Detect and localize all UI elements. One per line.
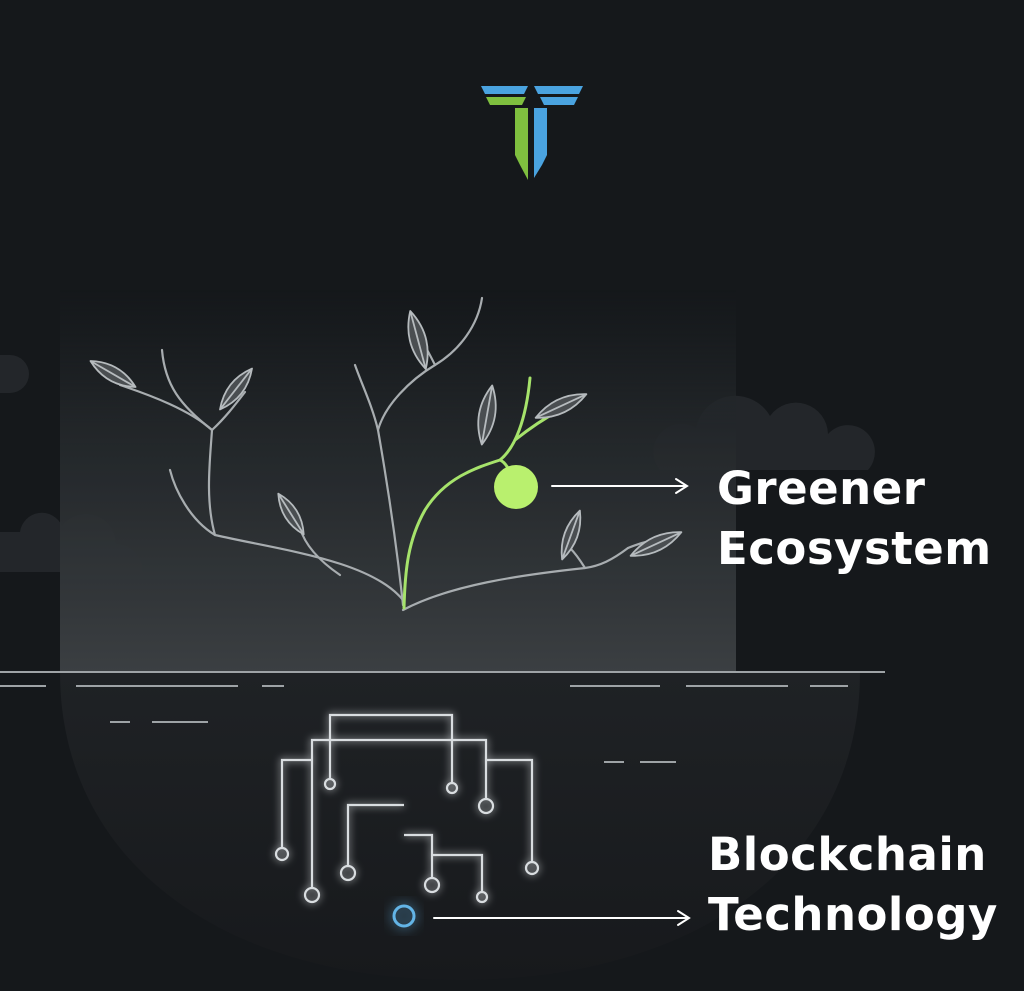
greener-fruit (494, 465, 538, 509)
blockchain-label-line1: Blockchain (708, 828, 987, 881)
greener-label-line1: Greener (717, 462, 926, 515)
circuit-roots (274, 713, 540, 904)
greener-ecosystem-label: Greener Ecosystem (717, 459, 992, 579)
tree-leaves (89, 310, 683, 561)
arrow-greener (551, 478, 689, 494)
greener-label-line2: Ecosystem (717, 522, 992, 575)
t-monogram-logo-icon (481, 86, 583, 180)
ground-lines (0, 671, 885, 763)
blockchain-node (392, 904, 416, 928)
blockchain-label-line2: Technology (708, 888, 998, 941)
underground-dome (60, 672, 860, 980)
blockchain-technology-label: Blockchain Technology (708, 825, 998, 945)
tree-branches (118, 296, 662, 612)
sky-panel (60, 290, 736, 672)
arrow-blockchain (433, 910, 691, 926)
